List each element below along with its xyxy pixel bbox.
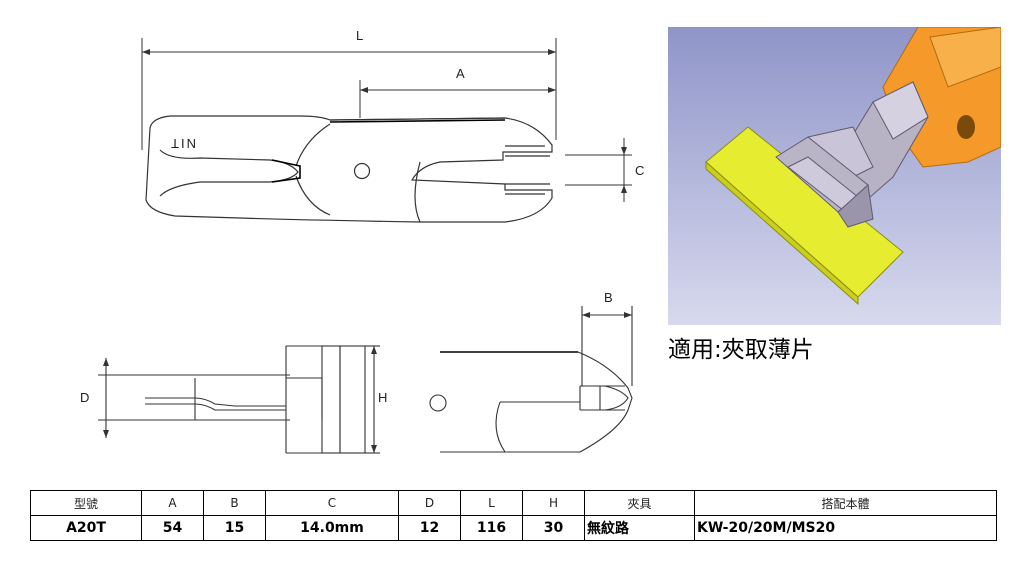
header-d: D [398, 490, 461, 516]
header-h: H [522, 490, 585, 516]
orange-bolt-hole-icon [957, 115, 975, 139]
spec-table-header-row: 型號 A B C D L H 夾具 搭配本體 [30, 490, 997, 516]
b-arrow-right [624, 312, 632, 318]
a-arrow-left [360, 87, 368, 93]
header-body: 搭配本體 [694, 490, 997, 516]
cell-h: 30 [522, 515, 585, 541]
application-caption: 適用:夾取薄片 [668, 337, 814, 363]
d-arrow-bottom [103, 430, 109, 438]
gripper-front-view [429, 306, 633, 453]
cell-b: 15 [203, 515, 266, 541]
d-arrow-top [103, 358, 109, 366]
gripper-top-view [98, 345, 380, 454]
dimension-label-b: B [604, 290, 613, 305]
dimension-label-a: A [456, 66, 465, 81]
dimension-label-l: L [356, 28, 363, 43]
dimension-label-c: C [635, 163, 644, 178]
l-arrow-right [548, 49, 556, 55]
gripper-side-view [145, 115, 553, 223]
cell-l: 116 [460, 515, 523, 541]
b-arrow-left [582, 312, 590, 318]
render-3d-image [668, 27, 1001, 325]
header-a: A [141, 490, 204, 516]
c-arrow-bottom [621, 185, 627, 193]
header-jaw: 夾具 [584, 490, 695, 516]
header-b: B [203, 490, 266, 516]
h-arrow-top [371, 346, 377, 354]
h-arrow-bottom [371, 445, 377, 453]
header-model: 型號 [30, 490, 142, 516]
header-l: L [460, 490, 523, 516]
cell-c: 14.0mm [265, 515, 399, 541]
dimension-label-d: D [80, 390, 89, 405]
render-3d-svg [668, 27, 1001, 325]
engraving-text: NIT [169, 136, 196, 151]
spec-table-row: A20T 54 15 14.0mm 12 116 30 無紋路 KW-20/20… [30, 515, 997, 541]
cell-jaw: 無紋路 [584, 515, 695, 541]
spec-table: 型號 A B C D L H 夾具 搭配本體 A20T 54 15 14.0mm… [30, 490, 997, 541]
front-hole-icon [429, 394, 447, 412]
cell-body: KW-20/20M/MS20 [694, 515, 997, 541]
header-c: C [265, 490, 399, 516]
cell-a: 54 [141, 515, 204, 541]
dimension-label-h: H [378, 390, 387, 405]
a-arrow-right [548, 87, 556, 93]
pivot-hole-icon [353, 162, 371, 180]
l-arrow-left [142, 49, 150, 55]
cell-d: 12 [398, 515, 461, 541]
cell-model: A20T [30, 515, 142, 541]
c-arrow-top [621, 147, 627, 155]
